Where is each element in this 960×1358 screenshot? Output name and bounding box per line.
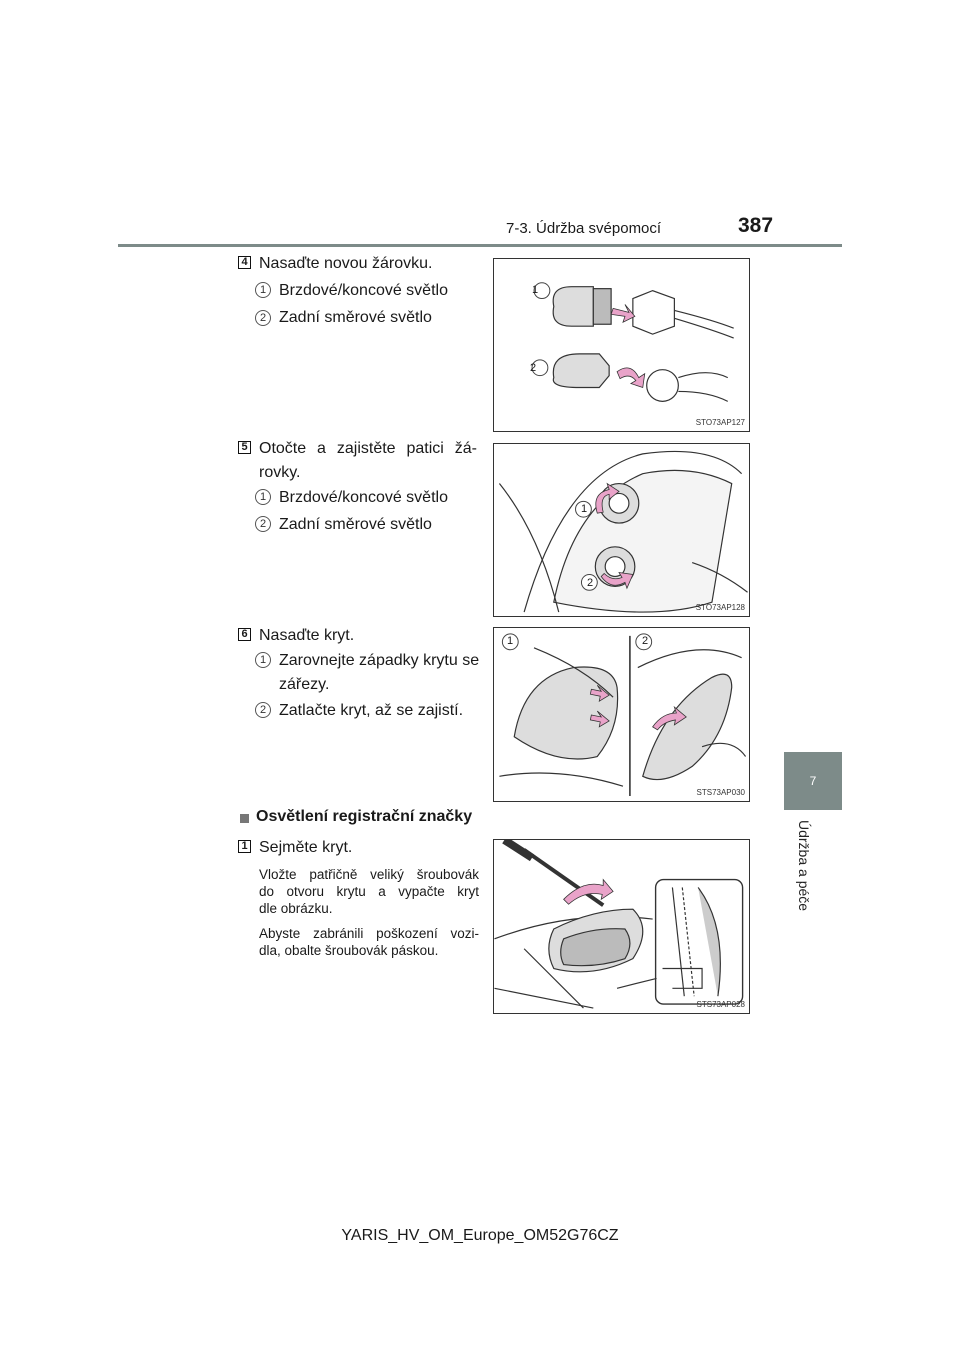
page-number: 387 [738, 214, 774, 237]
note-1-line-2: do otvoru krytu a vypačte kryt [259, 884, 479, 899]
figure-6-callout-1: 1 [507, 635, 514, 647]
tail-lamp-illustration [498, 450, 748, 613]
figure-4-callout-1: 1 [532, 284, 539, 296]
step-5-marker: 5 [238, 441, 251, 454]
figure-bulb-replacement: 1 2 STO73AP127 [493, 258, 750, 432]
document-footer: YARIS_HV_OM_Europe_OM52G76CZ [341, 1227, 619, 1244]
note-1-line-1: Vložte patřičně veliký šroubovák [259, 867, 479, 882]
step-5-text-line-1: Otočte a zajistěte patici žá- [259, 440, 477, 457]
section-bullet [240, 814, 249, 823]
chapter-tab: 7 [784, 752, 842, 810]
figure-1-code: STS73AP028 [696, 1000, 745, 1009]
step-1-note-2: Abyste zabránili poškození vozi- dla, ob… [259, 925, 479, 959]
step-4-item-1-text: Brzdové/koncové světlo [279, 282, 448, 299]
step-4-text: Nasaďte novou žárovku. [259, 255, 433, 272]
header-rule [118, 244, 842, 247]
step-1-note-1: Vložte patřičně veliký šroubovák do otvo… [259, 866, 479, 917]
step-6-text: Nasaďte kryt. [259, 627, 355, 644]
figure-6-code: STS73AP030 [696, 788, 745, 797]
figure-cover-install: 1 2 STS73AP030 [493, 627, 750, 802]
figure-5-callout-2: 2 [587, 577, 594, 589]
cover-illustration [499, 633, 747, 797]
figure-4-code: STO73AP127 [695, 418, 745, 427]
note-2-line-1: Abyste zabránili poškození vozi- [259, 926, 479, 941]
step-6-item-1-line-2: zářezy. [279, 676, 330, 693]
note-1-line-3: dle obrázku. [259, 901, 333, 916]
figure-6-callout-2: 2 [642, 635, 649, 647]
bulb-illustration [531, 282, 734, 402]
step-6-item-2-marker: 2 [255, 702, 271, 718]
step-1-text: Sejměte kryt. [259, 839, 353, 856]
chapter-label: Údržba a péče [796, 820, 812, 912]
figure-socket-lock: 1 2 STO73AP128 [493, 443, 750, 617]
step-5-item-2-number: 2 [259, 518, 267, 530]
figure-plate-light-cover: STS73AP028 [493, 839, 750, 1014]
step-1-number: 1 [241, 840, 248, 852]
figure-5-code: STO73AP128 [695, 603, 745, 612]
step-5-item-1-text: Brzdové/koncové světlo [279, 489, 448, 506]
step-5-text-line-2: rovky. [259, 464, 301, 481]
plate-light-illustration [494, 840, 744, 1009]
step-4-item-2-number: 2 [259, 312, 267, 324]
step-6-number: 6 [241, 628, 248, 640]
step-4-item-2-marker: 2 [255, 310, 271, 326]
step-6-item-2-text: Zatlačte kryt, až se zajistí. [279, 702, 464, 719]
step-1-marker: 1 [238, 840, 251, 853]
section-title: Osvětlení registrační značky [256, 808, 473, 825]
step-6-item-1-marker: 1 [255, 652, 271, 668]
step-6-marker: 6 [238, 628, 251, 641]
step-5-item-1-marker: 1 [255, 489, 271, 505]
step-6-item-2-number: 2 [259, 704, 267, 716]
step-4-item-2-text: Zadní směrové světlo [279, 309, 432, 326]
figure-5-callout-1: 1 [581, 503, 588, 515]
step-5-item-2-text: Zadní směrové světlo [279, 516, 432, 533]
chapter-number: 7 [809, 774, 817, 788]
step-5-number: 5 [241, 441, 248, 453]
section-heading: 7-3. Údržba svépomocí [506, 220, 662, 237]
step-4-number: 4 [241, 256, 248, 268]
step-4-item-1-marker: 1 [255, 282, 271, 298]
figure-4-callout-2: 2 [530, 362, 537, 374]
step-5-item-2-marker: 2 [255, 516, 271, 532]
step-6-item-1-number: 1 [259, 654, 267, 666]
step-5-item-1-number: 1 [259, 491, 267, 503]
note-2-line-2: dla, obalte šroubovák páskou. [259, 943, 439, 958]
step-6-item-1-line-1: Zarovnejte západky krytu se [279, 652, 480, 669]
step-4-item-1-number: 1 [259, 284, 267, 296]
step-4-marker: 4 [238, 256, 251, 269]
